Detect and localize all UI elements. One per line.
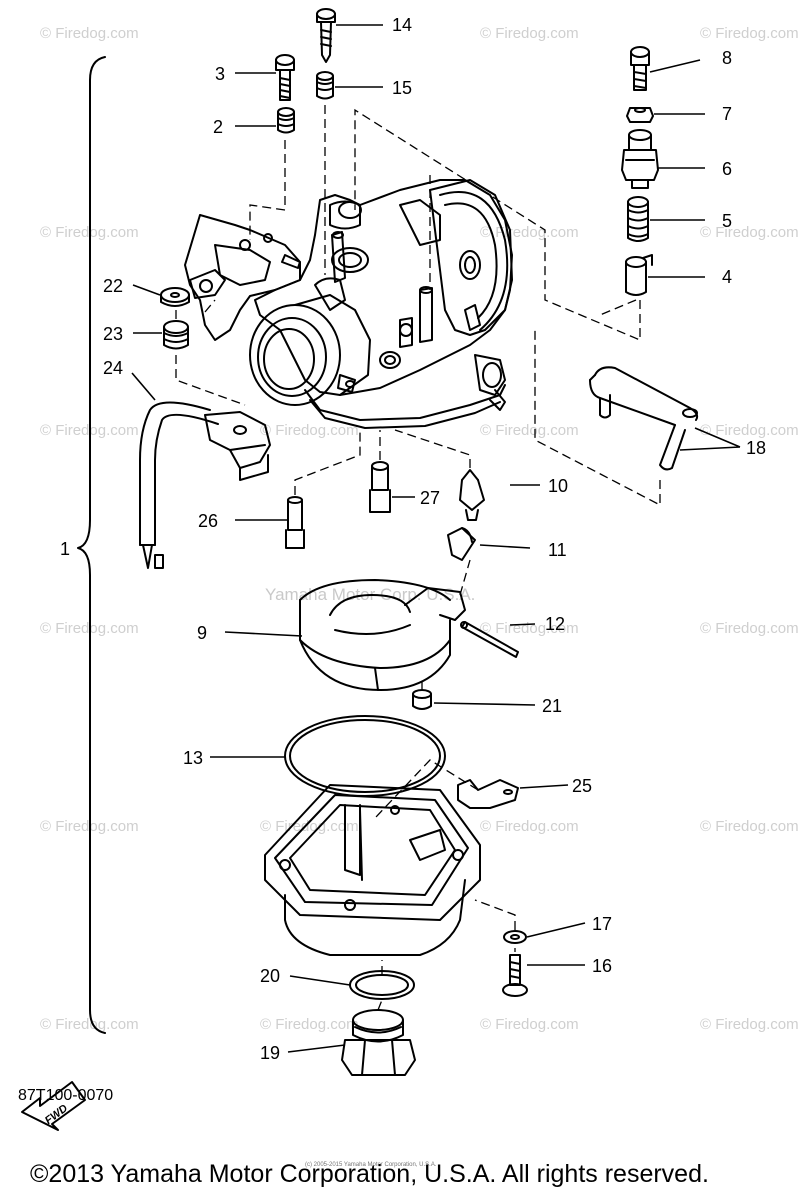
part-label-20: 20 <box>260 966 280 986</box>
copyright-notice: ©2013 Yamaha Motor Corporation, U.S.A. A… <box>30 1160 709 1188</box>
watermark: © Firedog.com <box>480 422 579 439</box>
part-label-22: 22 <box>103 276 123 296</box>
watermark: © Firedog.com <box>260 422 359 439</box>
part-label-4: 4 <box>722 267 732 287</box>
watermark: © Firedog.com <box>480 25 579 42</box>
watermark: © Firedog.com <box>260 1016 359 1033</box>
part-label-25: 25 <box>572 776 592 796</box>
part-9-float <box>299 579 466 691</box>
part-label-19: 19 <box>260 1043 280 1063</box>
part-20-o-ring <box>349 970 415 1000</box>
part-label-27: 27 <box>420 488 440 508</box>
part-8-screw <box>630 46 650 91</box>
part-labels: 1 2 3 4 5 6 7 8 9 10 11 12 13 14 15 16 1… <box>43 15 766 1127</box>
part-label-17: 17 <box>592 914 612 934</box>
part-25-bracket <box>457 779 519 809</box>
watermark: © Firedog.com <box>480 1016 579 1033</box>
part-2-spring <box>277 107 295 134</box>
part-label-23: 23 <box>103 324 123 344</box>
part-label-18: 18 <box>746 438 766 458</box>
watermark: © Firedog.com <box>480 224 579 241</box>
assembly-bracket <box>77 56 106 1034</box>
part-10-needle-valve <box>459 469 485 521</box>
part-23-spring <box>163 320 189 350</box>
part-label-2: 2 <box>213 117 223 137</box>
part-label-8: 8 <box>722 48 732 68</box>
watermark: © Firedog.com <box>260 818 359 835</box>
watermark: © Firedog.com <box>480 818 579 835</box>
assembly-guide-lines <box>175 105 661 1011</box>
part-22-cap <box>160 287 190 307</box>
drawing-code: 87T100-0070 <box>18 1087 114 1104</box>
part-14-screw <box>316 8 336 63</box>
part-label-10: 10 <box>548 476 568 496</box>
part-label-16: 16 <box>592 956 612 976</box>
part-5-spring <box>627 196 649 242</box>
part-label-3: 3 <box>215 64 225 84</box>
part-label-11: 11 <box>548 540 567 560</box>
carburetor-body <box>184 179 513 429</box>
part-3-screw <box>275 54 295 101</box>
part-13-gasket <box>284 715 446 797</box>
part-label-9: 9 <box>197 623 207 643</box>
watermark-layer: © Firedog.com © Firedog.com © Firedog.co… <box>40 25 799 1033</box>
part-label-26: 26 <box>198 511 218 531</box>
watermark: © Firedog.com <box>700 224 799 241</box>
part-24-sensor <box>139 401 271 569</box>
part-21-screw <box>412 689 432 710</box>
fine-print: (c) 2005-2015 Yamaha Motor Corporation, … <box>305 1162 437 1168</box>
watermark: © Firedog.com <box>40 1016 139 1033</box>
part-26-jet <box>285 496 305 549</box>
part-label-6: 6 <box>722 159 732 179</box>
part-4-piston <box>625 254 653 296</box>
part-12-pin <box>460 621 519 658</box>
float-bowl <box>264 784 481 956</box>
part-17-washer <box>503 930 527 944</box>
part-label-24: 24 <box>103 358 123 378</box>
part-6-valve-body <box>621 129 659 189</box>
part-label-14: 14 <box>392 15 412 35</box>
watermark: © Firedog.com <box>700 422 799 439</box>
watermark: © Firedog.com <box>40 25 139 42</box>
part-18-hose <box>589 366 699 471</box>
watermark: © Firedog.com <box>700 1016 799 1033</box>
watermark: © Firedog.com <box>700 818 799 835</box>
fwd-arrow-icon <box>21 1081 86 1131</box>
part-label-7: 7 <box>722 104 732 124</box>
part-7-nut <box>626 107 654 123</box>
part-19-drain-plug <box>341 1009 416 1076</box>
part-16-screw <box>502 954 528 997</box>
watermark: © Firedog.com <box>480 620 579 637</box>
part-label-21: 21 <box>542 696 562 716</box>
part-11-clip <box>447 527 476 561</box>
fwd-label: FWD <box>43 1102 70 1127</box>
part-27-jet <box>369 461 391 513</box>
part-label-5: 5 <box>722 211 732 231</box>
part-label-12: 12 <box>545 614 565 634</box>
watermark: © Firedog.com <box>700 620 799 637</box>
part-label-1: 1 <box>60 539 70 559</box>
part-label-13: 13 <box>183 748 203 768</box>
part-label-15: 15 <box>392 78 412 98</box>
watermark: © Firedog.com <box>700 25 799 42</box>
leader-lines <box>131 24 741 1053</box>
part-15-spring <box>316 71 334 100</box>
